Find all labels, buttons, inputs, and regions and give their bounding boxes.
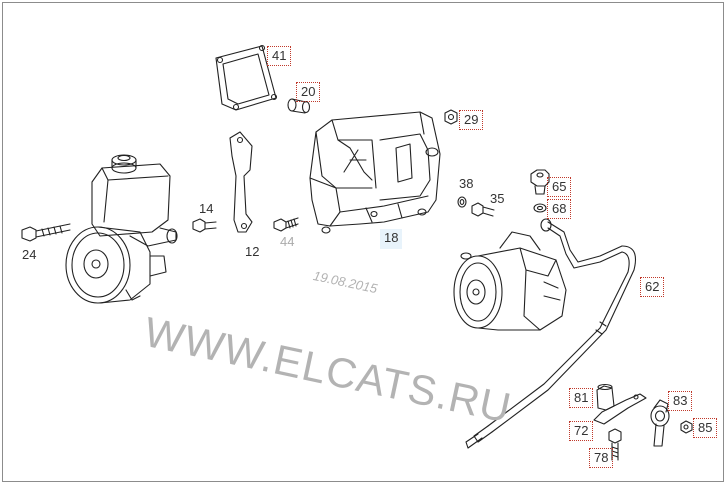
part-35-bolt[interactable] (471, 202, 495, 217)
diagram-frame (2, 2, 724, 482)
callout-18[interactable]: 18 (380, 229, 403, 249)
part-41-gasket[interactable] (215, 44, 278, 111)
part-62-hose[interactable] (465, 218, 637, 449)
callout-12[interactable]: 12 (245, 244, 260, 259)
callout-41[interactable]: 41 (267, 46, 292, 66)
callout-65[interactable]: 65 (547, 177, 572, 197)
part-68-washer[interactable] (533, 203, 547, 213)
part-72-bracket[interactable] (593, 393, 647, 425)
callout-24[interactable]: 24 (22, 247, 37, 262)
callout-78[interactable]: 78 (589, 448, 614, 468)
part-83-clamp[interactable] (650, 399, 670, 447)
callout-44[interactable]: 44 (280, 234, 295, 249)
callout-62[interactable]: 62 (640, 277, 665, 297)
part-38-washer[interactable] (457, 196, 467, 208)
left-pump-assembly[interactable] (65, 154, 178, 304)
part-14-bolt[interactable] (192, 218, 217, 233)
callout-38[interactable]: 38 (459, 176, 474, 191)
part-44-bolt[interactable] (273, 217, 299, 232)
part-81-mount[interactable] (596, 383, 615, 411)
part-85-nut[interactable] (680, 420, 693, 434)
callout-81[interactable]: 81 (569, 388, 594, 408)
part-12-strap[interactable] (229, 131, 253, 233)
part-29-nut[interactable] (444, 109, 458, 125)
callout-72[interactable]: 72 (569, 421, 594, 441)
callout-68[interactable]: 68 (547, 199, 572, 219)
callout-14[interactable]: 14 (199, 201, 214, 216)
callout-35[interactable]: 35 (490, 191, 505, 206)
callout-85[interactable]: 85 (693, 418, 718, 438)
part-24-bolt[interactable] (21, 223, 71, 242)
callout-20[interactable]: 20 (296, 82, 321, 102)
callout-29[interactable]: 29 (459, 110, 484, 130)
part-65-banjo-bolt[interactable] (530, 169, 550, 195)
right-pump-assembly[interactable] (453, 231, 567, 331)
callout-83[interactable]: 83 (668, 391, 693, 411)
part-18-bracket[interactable] (309, 111, 441, 234)
